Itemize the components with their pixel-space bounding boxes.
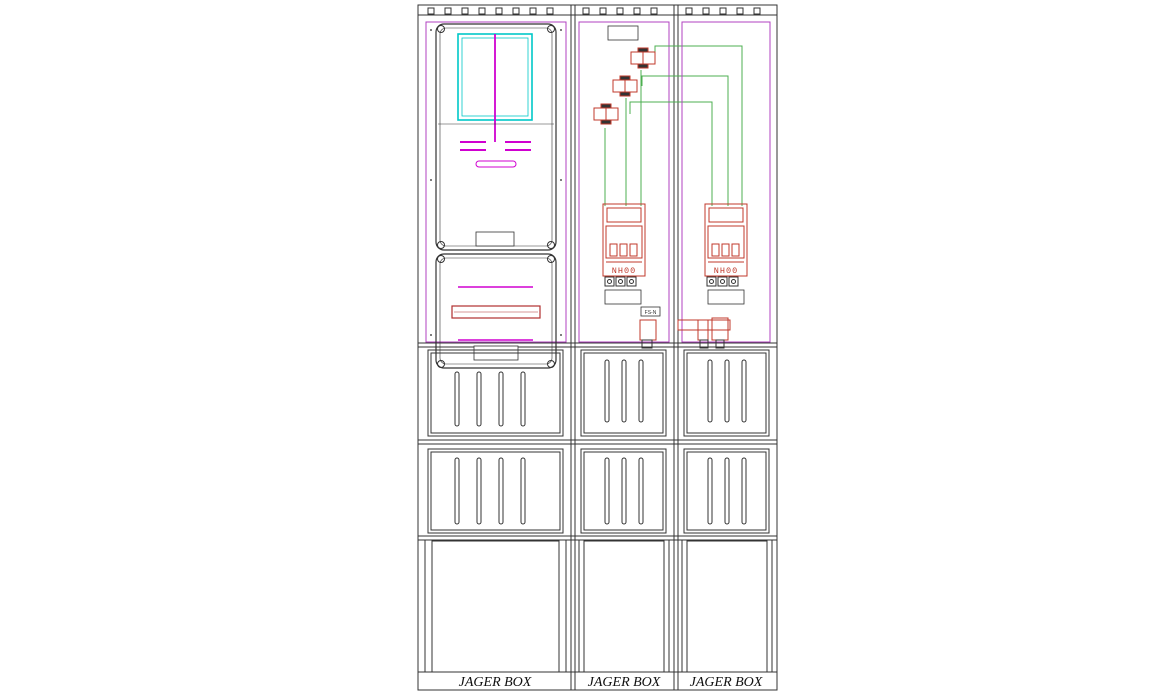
label-plate-breaker xyxy=(604,289,642,305)
brand-label-col2: JAGER BOX xyxy=(588,675,661,690)
label-plate-meter xyxy=(475,231,515,247)
mounting-screw-icon xyxy=(547,25,555,33)
din-rail xyxy=(451,305,541,319)
fuse-holder-icon xyxy=(630,47,656,69)
fuse-holder-icon xyxy=(612,75,638,97)
label-plate-top xyxy=(607,25,639,41)
brand-label-col1: JAGER BOX xyxy=(459,675,532,690)
meter-cover-lower xyxy=(435,253,557,369)
column-3: NH00 xyxy=(677,21,771,349)
terminal-clamp-icon xyxy=(604,276,637,287)
mounting-screw-icon xyxy=(437,241,445,249)
pen-busbar xyxy=(677,317,731,349)
mounting-screw-icon xyxy=(437,360,445,368)
inner-border-col1 xyxy=(425,21,567,343)
mounting-screw-icon xyxy=(437,255,445,263)
terminal-clamp-icon xyxy=(706,276,739,287)
terminal-clamp-icon xyxy=(639,319,657,349)
fs-n-plate xyxy=(640,306,661,317)
breaker-label: NH00 xyxy=(714,266,738,276)
column-1 xyxy=(425,21,567,369)
breaker-label: NH00 xyxy=(612,266,636,276)
column-2: NH00 FS-N xyxy=(578,21,743,349)
vent-panels xyxy=(427,349,770,534)
brand-label-col3: JAGER BOX xyxy=(690,675,763,690)
mounting-screw-icon xyxy=(437,25,445,33)
fuse-holder-icon xyxy=(593,103,619,125)
top-vents xyxy=(427,7,761,15)
nh00-fuse-switch-icon xyxy=(602,203,646,277)
plinth xyxy=(424,540,773,673)
nh00-fuse-switch-icon xyxy=(704,203,748,277)
fs-n-label: FS-N xyxy=(645,310,657,316)
inner-border-col2 xyxy=(578,21,670,343)
mounting-screw-icon xyxy=(547,360,555,368)
label-plate-breaker xyxy=(707,289,745,305)
meter-cover-upper xyxy=(435,23,557,251)
mounting-screw-icon xyxy=(547,241,555,249)
mounting-screw-icon xyxy=(547,255,555,263)
inner-border-col3 xyxy=(681,21,771,343)
vent-slots xyxy=(454,359,747,525)
